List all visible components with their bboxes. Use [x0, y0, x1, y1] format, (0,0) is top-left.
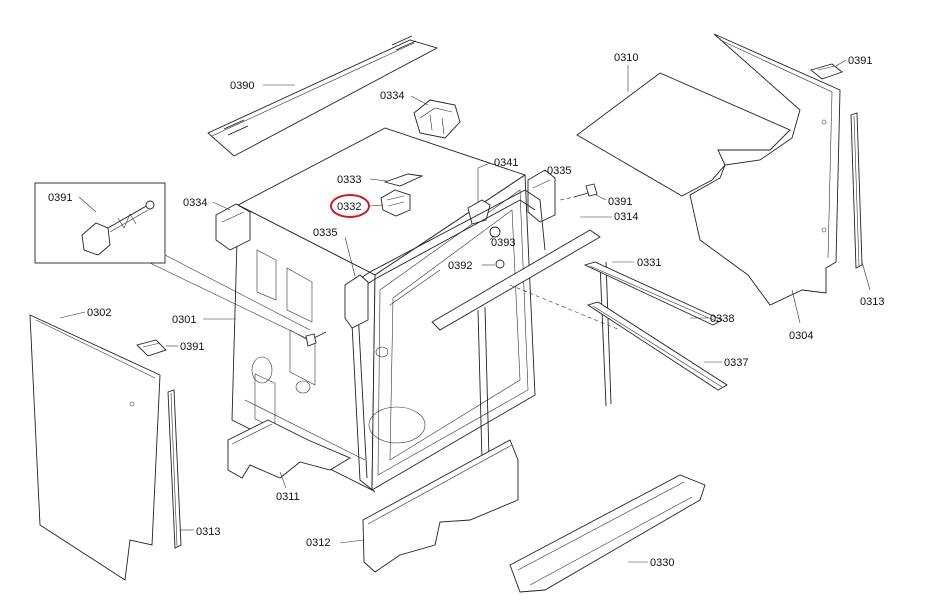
- label-0335-right: 0335: [547, 165, 571, 177]
- label-0341: 0341: [494, 157, 518, 169]
- part-0391-clip-topright[interactable]: [810, 63, 843, 80]
- part-0391-screw-mid[interactable]: [573, 183, 598, 198]
- label-0391-left: 0391: [180, 341, 204, 353]
- part-0391-clip-left[interactable]: [136, 339, 167, 357]
- part-0330-base-tray[interactable]: [509, 474, 706, 593]
- part-0393-part[interactable]: [489, 226, 501, 238]
- label-0333: 0333: [337, 174, 361, 186]
- part-0313-seal-strip-left[interactable]: [167, 389, 182, 549]
- part-0335-bracket-left[interactable]: [344, 274, 369, 329]
- label-0330: 0330: [650, 557, 674, 569]
- part-0334-bracket-left[interactable]: [215, 203, 251, 251]
- highlight-circle-0332: [330, 194, 370, 218]
- label-0337: 0337: [724, 357, 748, 369]
- label-0314: 0314: [614, 211, 638, 223]
- label-0310: 0310: [614, 52, 638, 64]
- label-0301: 0301: [172, 314, 196, 326]
- part-0392-part[interactable]: [495, 259, 505, 269]
- label-0312: 0312: [306, 537, 330, 549]
- label-0392: 0392: [448, 260, 472, 272]
- label-0302: 0302: [87, 307, 111, 319]
- part-0304-side-panel[interactable]: [689, 33, 841, 306]
- part-0332-hinge[interactable]: [380, 189, 411, 217]
- label-0393: 0393: [491, 237, 515, 249]
- part-0333-rail[interactable]: [383, 173, 424, 187]
- part-0341-guide[interactable]: [467, 199, 491, 225]
- part-0390-cover-strip[interactable]: [207, 35, 439, 157]
- part-screw-side[interactable]: [305, 331, 327, 347]
- label-0304: 0304: [789, 330, 813, 342]
- label-0338: 0338: [710, 313, 734, 325]
- inset-box: [34, 182, 311, 341]
- label-0391-mid: 0391: [608, 196, 632, 208]
- part-0312-plinth-front[interactable]: [362, 439, 519, 573]
- label-0313-left: 0313: [196, 526, 220, 538]
- part-0391-inset-fastener[interactable]: [81, 200, 155, 256]
- part-0338-rail[interactable]: [583, 261, 723, 326]
- part-0337-rail[interactable]: [586, 301, 728, 391]
- part-0331-frame-seal[interactable]: [431, 229, 612, 471]
- label-0334-left: 0334: [183, 197, 207, 209]
- part-0334-bracket-top[interactable]: [413, 99, 461, 139]
- label-0311: 0311: [276, 491, 300, 503]
- part-0302-side-panel-left[interactable]: [29, 314, 161, 581]
- label-0332: 0332: [337, 201, 361, 213]
- label-0391-topright: 0391: [848, 55, 872, 67]
- part-0310-insulation-mat[interactable]: [576, 72, 791, 197]
- part-0311-plinth[interactable]: [227, 419, 351, 479]
- label-0391-inset: 0391: [48, 192, 72, 204]
- label-0334-top: 0334: [380, 90, 404, 102]
- part-0313-seal-strip-right[interactable]: [850, 112, 863, 269]
- label-0331: 0331: [637, 257, 661, 269]
- label-0313-right: 0313: [860, 296, 884, 308]
- label-0390: 0390: [230, 80, 254, 92]
- label-0335-left: 0335: [313, 227, 337, 239]
